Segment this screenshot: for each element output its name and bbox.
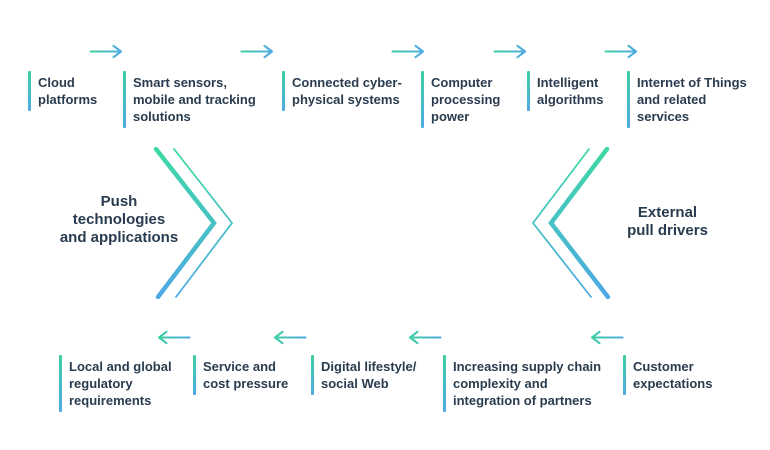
right-arrow-icon (89, 44, 123, 59)
gradient-accent-bar (123, 71, 126, 128)
top-flow-item: Computer processing power (421, 71, 501, 128)
pull-chevron-icon (531, 147, 611, 299)
gradient-accent-bar (59, 355, 62, 412)
top-flow-item: Internet of Things and related services (627, 71, 747, 128)
flow-item-label: Connected cyber- physical systems (292, 75, 402, 107)
gradient-accent-bar (311, 355, 314, 395)
gradient-accent-bar (421, 71, 424, 128)
bottom-flow-item: Increasing supply chain complexity and i… (443, 355, 602, 412)
top-flow-item: Cloud platforms (28, 71, 98, 111)
left-arrow-icon (590, 330, 624, 345)
bottom-flow-item: Customer expectations (623, 355, 713, 395)
gradient-accent-bar (28, 71, 31, 111)
flow-item-label: Local and global regulatory requirements (69, 359, 172, 408)
gradient-accent-bar (623, 355, 626, 395)
flow-item-label: Intelligent algorithms (537, 75, 604, 107)
flow-item-label: Computer processing power (431, 75, 501, 124)
gradient-accent-bar (627, 71, 630, 128)
push-chevron-icon (153, 147, 234, 299)
flow-item-label: Digital lifestyle/ social Web (321, 359, 417, 391)
bottom-flow-item: Local and global regulatory requirements (59, 355, 172, 412)
bottom-flow-item: Service and cost pressure (193, 355, 289, 395)
push-section-heading: Push technologies and applications (59, 193, 179, 246)
left-arrow-icon (273, 330, 307, 345)
flow-item-label: Service and cost pressure (203, 359, 289, 391)
gradient-accent-bar (193, 355, 196, 395)
flow-item-label: Increasing supply chain complexity and i… (453, 359, 602, 408)
top-flow-item: Intelligent algorithms (527, 71, 604, 111)
right-arrow-icon (604, 44, 638, 59)
right-arrow-icon (493, 44, 527, 59)
right-arrow-icon (240, 44, 274, 59)
pull-section-heading: External pull drivers (627, 204, 708, 239)
top-flow-item: Smart sensors, mobile and tracking solut… (123, 71, 256, 128)
gradient-accent-bar (527, 71, 530, 111)
gradient-accent-bar (282, 71, 285, 111)
flow-item-label: Internet of Things and related services (637, 75, 747, 124)
right-arrow-icon (391, 44, 425, 59)
left-arrow-icon (157, 330, 191, 345)
left-arrow-icon (408, 330, 442, 345)
gradient-accent-bar (443, 355, 446, 412)
flow-item-label: Cloud platforms (38, 75, 98, 107)
flow-item-label: Smart sensors, mobile and tracking solut… (133, 75, 256, 124)
bottom-flow-item: Digital lifestyle/ social Web (311, 355, 417, 395)
top-flow-item: Connected cyber- physical systems (282, 71, 402, 111)
flow-item-label: Customer expectations (633, 359, 713, 391)
